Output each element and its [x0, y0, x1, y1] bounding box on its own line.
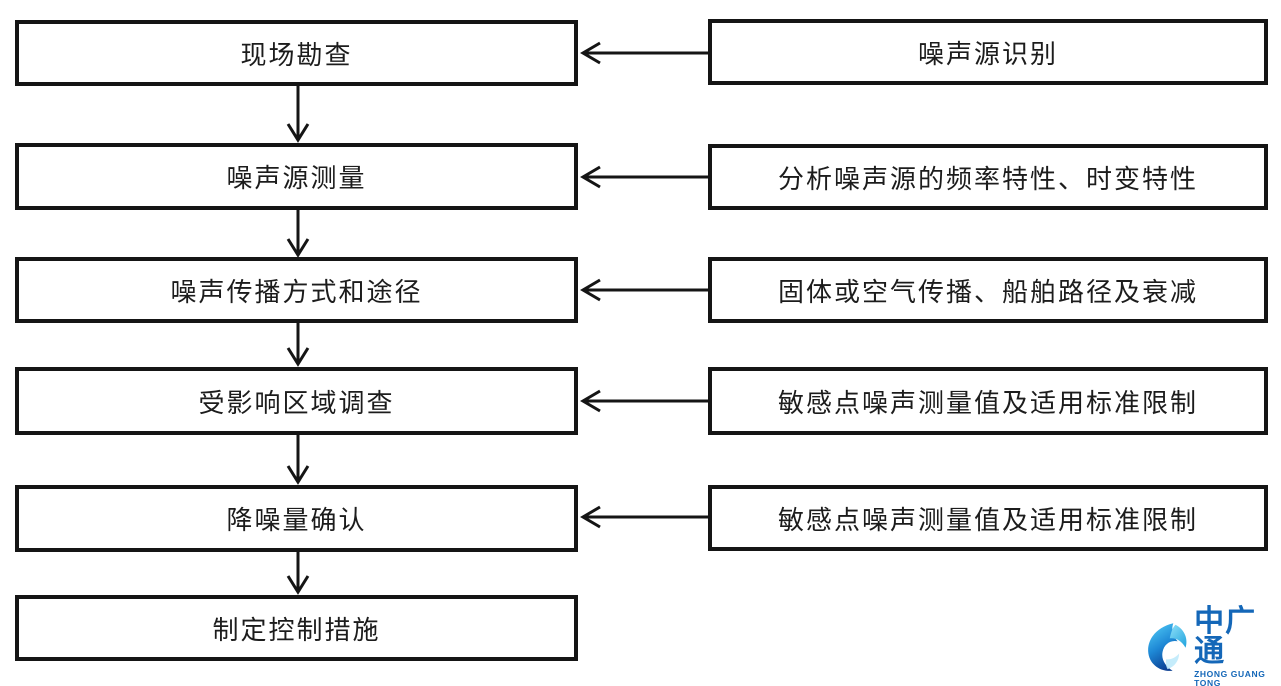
company-logo-name: 中广通 [1194, 605, 1257, 668]
note-box-solid-air-propagation: 固体或空气传播、船舶路径及衰减 [708, 257, 1268, 323]
step-label: 现场勘查 [240, 40, 353, 70]
step-label: 噪声传播方式和途径 [170, 277, 423, 307]
note-label: 固体或空气传播、船舶路径及衰减 [777, 277, 1198, 307]
note-label: 噪声源识别 [917, 39, 1058, 69]
step-label: 制定控制措施 [212, 615, 381, 645]
step-box-site-survey: 现场勘查 [15, 20, 578, 86]
arrow-left-4 [580, 389, 708, 413]
arrow-left-3 [580, 278, 708, 302]
step-box-propagation-path: 噪声传播方式和途径 [15, 257, 578, 323]
step-label: 噪声源测量 [226, 164, 367, 193]
note-box-sensitive-point-limits-1: 敏感点噪声测量值及适用标准限制 [708, 367, 1268, 435]
arrow-down-4 [286, 435, 310, 485]
step-box-noise-reduction-confirmation: 降噪量确认 [15, 485, 578, 552]
arrow-left-1 [580, 41, 708, 65]
note-label: 敏感点噪声测量值及适用标准限制 [777, 505, 1198, 535]
step-box-control-measures: 制定控制措施 [15, 595, 578, 661]
note-label: 分析噪声源的频率特性、时变特性 [777, 164, 1198, 194]
arrow-down-2 [286, 210, 310, 258]
arrow-down-1 [286, 86, 310, 143]
company-logo-subtitle: ZHONG GUANG TONG [1194, 669, 1266, 686]
note-box-noise-source-identification: 噪声源识别 [708, 19, 1268, 85]
water-swirl-leaf-icon [1148, 623, 1187, 671]
note-box-frequency-time-characteristics: 分析噪声源的频率特性、时变特性 [708, 144, 1268, 210]
arrow-down-5 [286, 552, 310, 595]
step-label: 降噪量确认 [226, 506, 367, 535]
arrow-left-2 [580, 165, 708, 189]
arrow-left-5 [580, 505, 708, 529]
step-label: 受影响区域调查 [198, 388, 395, 418]
step-box-affected-area-survey: 受影响区域调查 [15, 367, 578, 435]
note-box-sensitive-point-limits-2: 敏感点噪声测量值及适用标准限制 [708, 485, 1268, 551]
step-box-noise-source-measurement: 噪声源测量 [15, 143, 578, 210]
note-label: 敏感点噪声测量值及适用标准限制 [777, 388, 1198, 418]
arrow-down-3 [286, 323, 310, 367]
company-logo: 中广通 ZHONG GUANG TONG [1146, 607, 1278, 686]
